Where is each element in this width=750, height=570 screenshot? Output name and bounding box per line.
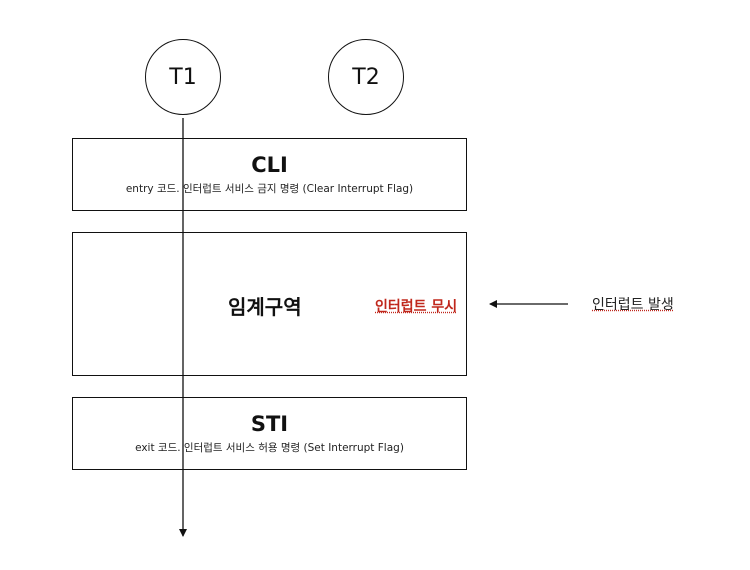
critical-section-box: 임계구역 인터럽트 무시 (72, 232, 467, 376)
cli-description: entry 코드. 인터럽트 서비스 금지 명령 (Clear Interrup… (125, 183, 414, 195)
critical-section-title: 임계구역 (228, 295, 302, 319)
thread-t2-label: T2 (352, 64, 380, 90)
thread-t2-node: T2 (328, 39, 404, 115)
cli-title: CLI (251, 153, 288, 177)
interrupt-occur-label: 인터럽트 발생 (592, 297, 674, 313)
sti-title: STI (250, 412, 289, 436)
sti-description: exit 코드. 인터럽트 서비스 허용 명령 (Set Interrupt F… (135, 442, 404, 454)
sti-box: STI exit 코드. 인터럽트 서비스 허용 명령 (Set Interru… (72, 397, 467, 470)
thread-t1-node: T1 (145, 39, 221, 115)
cli-box: CLI entry 코드. 인터럽트 서비스 금지 명령 (Clear Inte… (72, 138, 467, 211)
interrupt-ignore-label: 인터럽트 무시 (375, 299, 458, 315)
thread-t1-label: T1 (169, 64, 197, 90)
